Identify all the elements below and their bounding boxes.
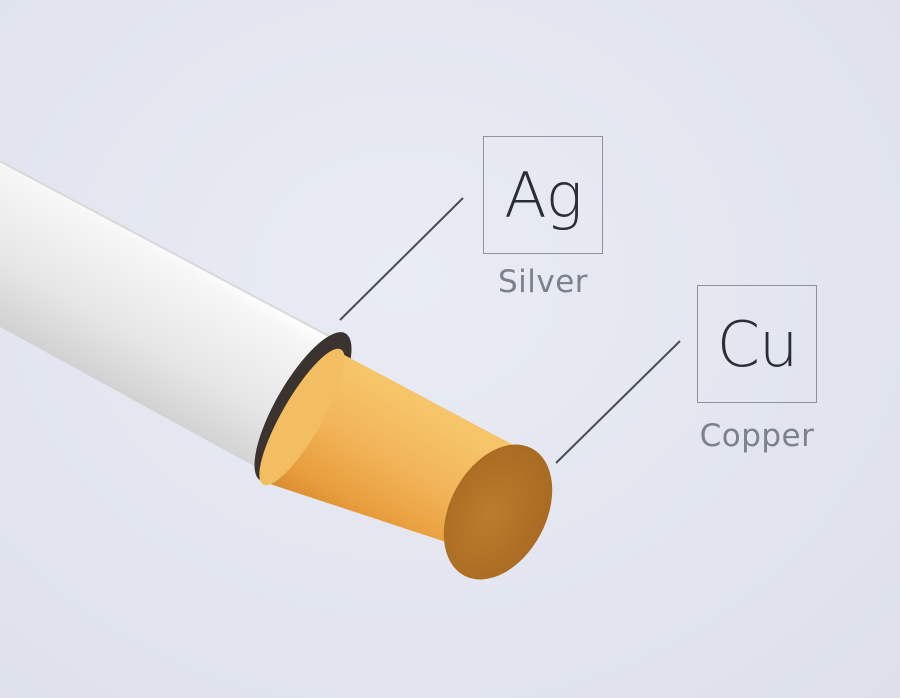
- silver-symbol-box: Ag: [483, 136, 603, 254]
- copper-end-face: [443, 444, 553, 580]
- silver-symbol: Ag: [504, 158, 583, 232]
- silver-edge-highlight: [0, 160, 341, 343]
- copper-label: Copper: [699, 418, 815, 454]
- silver-leader-line: [339, 197, 464, 321]
- silver-insulation: [0, 161, 340, 472]
- copper-leader-line: [555, 340, 681, 464]
- copper-symbol-box: Cu: [697, 285, 817, 403]
- silver-label: Silver: [497, 264, 589, 300]
- copper-back-cap: [259, 348, 345, 486]
- copper-symbol: Cu: [716, 307, 799, 381]
